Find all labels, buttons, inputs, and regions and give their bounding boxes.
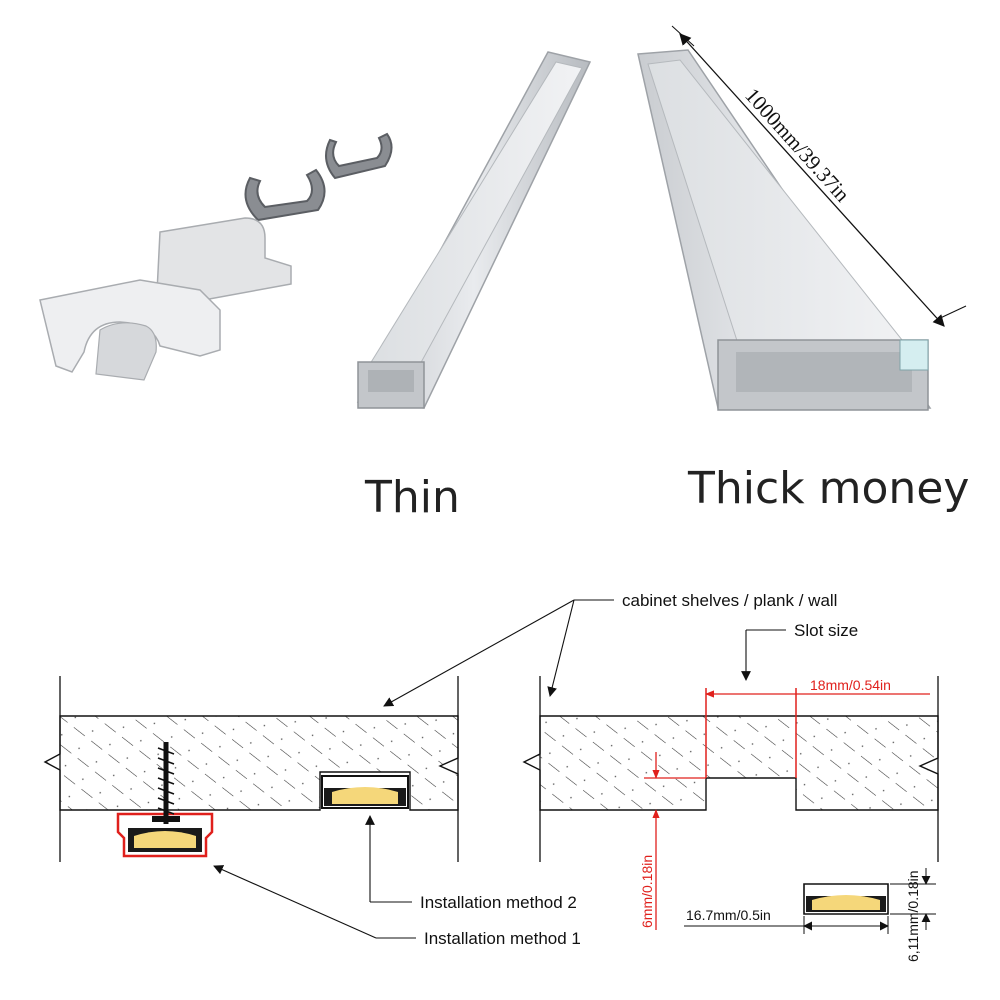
board-section [43,715,459,811]
mounting-clip [325,132,393,180]
method-2-label: Installation method 2 [420,893,577,912]
profile-width-label: 16.7mm/0.5in [686,907,771,923]
slot-depth-label: 6mm/0.18in [639,855,655,928]
profile-height-label: 6,11mm/0.18in [905,870,921,962]
profile-surface-mounted [116,812,214,858]
slot-width-label: 18mm/0.54in [810,677,891,693]
diffuser [134,831,196,848]
slot-size-label: Slot size [794,621,858,640]
diffuser [332,787,398,804]
board-with-slot [522,715,939,811]
right-panel: 18mm/0.54in 6mm/0.18in 16.7mm/0.5in 6,11… [522,676,939,962]
thick-profile-photo [637,49,932,411]
screw-icon [152,742,180,824]
surface-label: cabinet shelves / plank / wall [622,591,837,610]
method-1-label: Installation method 1 [424,929,581,948]
thin-profile-photo [356,51,592,409]
caption-thin: Thin [364,472,460,523]
end-caps-and-clips [39,132,393,381]
mounting-clip [244,168,326,222]
caption-thick: Thick money [687,463,969,514]
left-panel [43,676,459,862]
diffuser [812,895,880,910]
